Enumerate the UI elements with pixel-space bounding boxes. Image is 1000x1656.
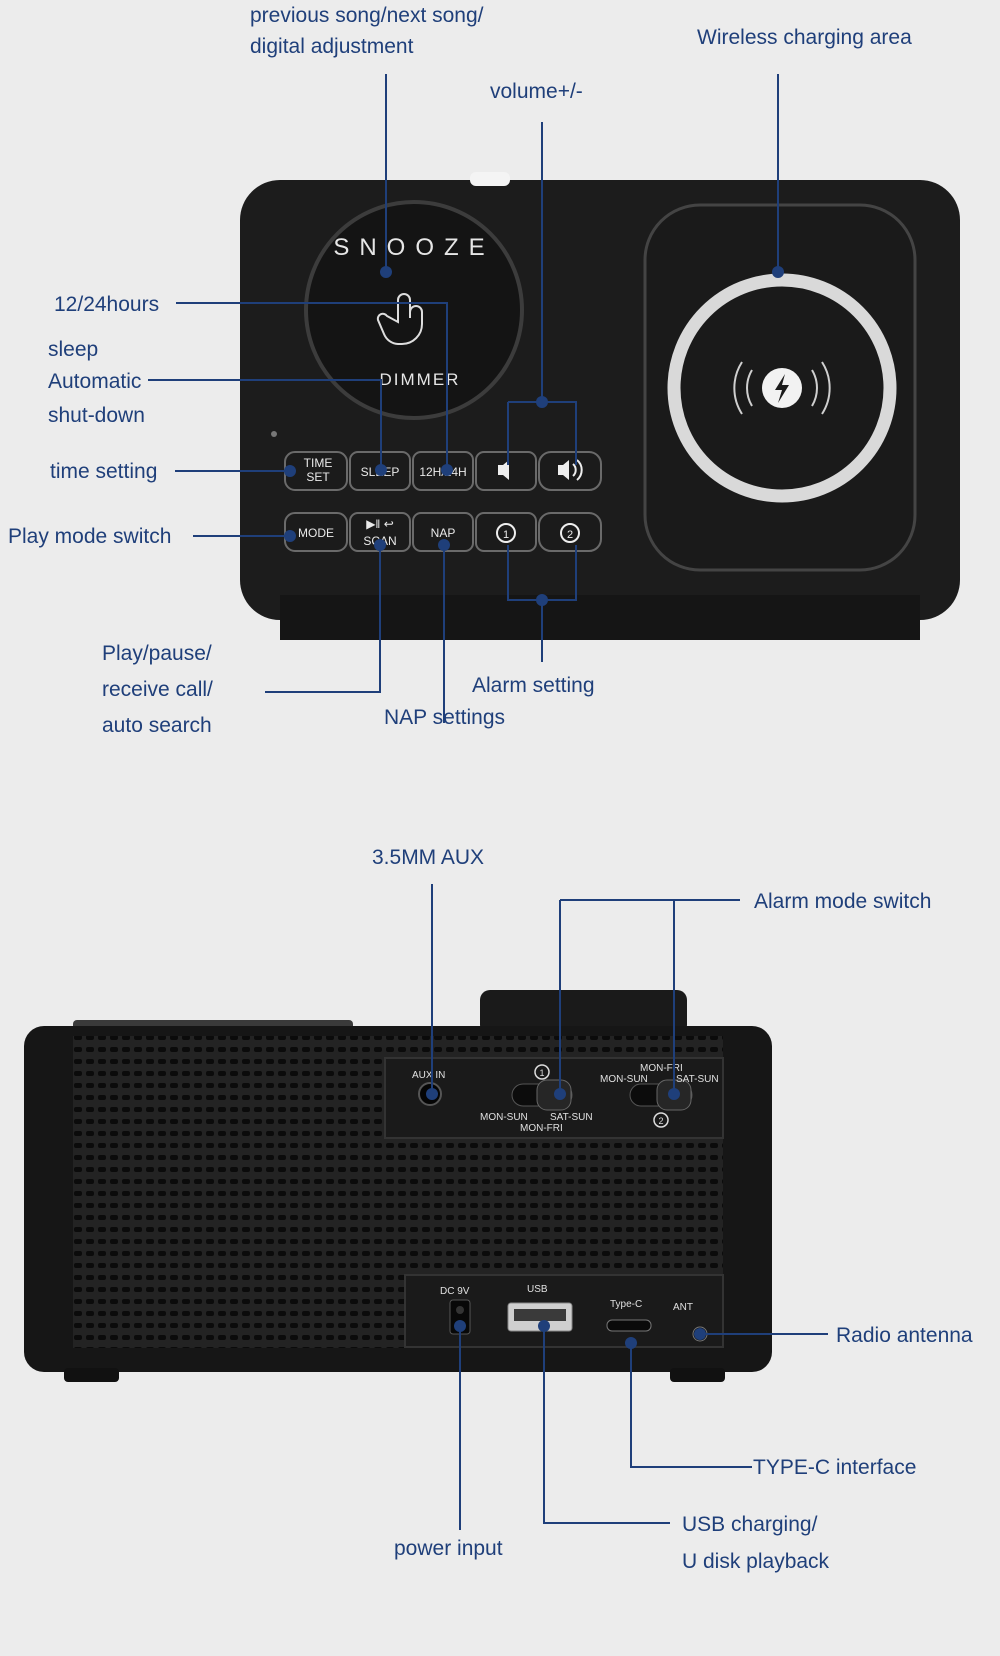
label-aux: 3.5MM AUX [372,846,484,869]
label-prev-next-1: previous song/next song/ [250,4,484,27]
back-labels: 3.5MM AUX Alarm mode switch Radio antenn… [372,846,973,1573]
alarm2-button[interactable] [538,512,602,552]
play-pause-marking: ▶ǁ ↩ [366,517,394,531]
label-play-pause-2: receive call/ [102,678,213,701]
aux-in-marking: AUX IN [412,1070,445,1081]
mode-button[interactable] [284,512,348,552]
typec-marking: Type-C [610,1299,642,1310]
alarm2-sat-sun: SAT-SUN [676,1074,719,1085]
alarm-1-icon: 1 [534,1064,550,1080]
dimmer-marking: DIMMER [380,370,461,389]
alarm-2-icon: 2 [653,1112,669,1128]
alarm1-mon-fri: MON-FRI [520,1123,563,1134]
typec-port[interactable] [606,1319,652,1332]
label-alarm-setting: Alarm setting [472,674,595,697]
label-antenna: Radio antenna [836,1324,973,1347]
snooze-marking: SNOOZE [333,234,494,261]
label-hours: 12/24hours [54,293,159,316]
label-time-setting: time setting [50,460,157,483]
label-typec: TYPE-C interface [753,1456,916,1479]
label-usb-1: USB charging/ [682,1513,818,1536]
label-sleep-3: shut-down [48,404,145,427]
nap-marking: NAP [431,526,456,540]
svg-text:1: 1 [503,529,509,541]
alarm1-mon-sun: MON-SUN [480,1112,528,1123]
hand-icon [376,293,423,345]
set-marking: SET [306,470,330,484]
alarm1-sat-sun: SAT-SUN [550,1112,593,1123]
volume-up-button[interactable] [538,451,602,491]
back-device: AUX IN MON-SUN SAT-SUN MON-FRI 1 MON-FRI… [24,990,772,1382]
snooze-knob[interactable] [304,200,524,420]
alarm2-mon-fri: MON-FRI [640,1063,683,1074]
dc-marking: DC 9V [440,1286,470,1297]
label-volume: volume+/- [490,80,583,103]
label-wireless: Wireless charging area [697,26,912,49]
label-sleep-2: Automatic [48,370,141,393]
label-power: power input [394,1537,503,1560]
alarm-clock-2-icon: 2 [560,523,580,543]
ant-marking: ANT [673,1302,693,1313]
label-alarm-mode: Alarm mode switch [754,890,931,913]
label-usb-2: U disk playback [682,1550,830,1573]
svg-text:2: 2 [567,529,573,541]
alarm2-mon-sun: MON-SUN [600,1074,648,1085]
speaker-low-icon [498,460,509,480]
label-prev-next-2: digital adjustment [250,35,414,58]
usb-marking: USB [527,1284,548,1295]
speaker-high-icon [558,459,583,481]
label-play-mode: Play mode switch [8,525,171,548]
front-leader-lines [148,74,784,723]
alarm-clock-1-icon: 1 [496,523,516,543]
label-sleep-1: sleep [48,338,98,361]
mode-marking: MODE [298,526,334,540]
time-marking: TIME [304,456,333,470]
label-nap-settings: NAP settings [384,706,505,729]
front-device: SNOOZE DIMMER TIME SET SLEEP 12H/24H [240,172,960,640]
back-leader-lines [426,884,828,1530]
charging-icon [733,361,831,415]
label-play-pause-3: auto search [102,714,212,737]
svg-text:1: 1 [539,1068,544,1078]
label-play-pause-1: Play/pause/ [102,642,212,665]
alarm1-button[interactable] [475,512,537,552]
svg-text:2: 2 [658,1116,663,1126]
front-labels: previous song/next song/ digital adjustm… [8,4,912,737]
